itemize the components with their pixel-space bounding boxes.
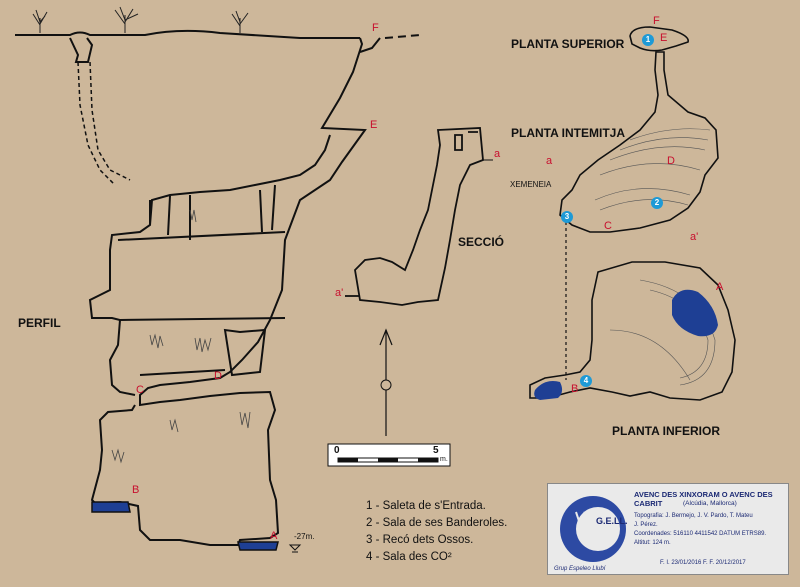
legend-item: 2 - Sala de ses Banderoles. [366,517,508,529]
card-line: Topografia: J. Bermejo, J. V. Pardo, T. … [634,513,753,519]
point-a-planta-inferior: A [716,281,724,293]
water-pool-b [91,501,131,513]
card-subtitle: (Alcúdia, Mallorca) [683,500,737,507]
card-line: Altitut: 124 m. [634,540,671,546]
scale-unit: m. [440,456,448,463]
point-b-perfil: B [132,484,140,496]
point-e-planta: E [660,32,668,44]
point-a-prime-planta: a' [690,231,699,243]
planta-intermitja-title: PLANTA INTEMITJA [511,126,625,140]
point-f-planta: F [653,15,660,27]
marker-1: 1 [642,34,654,46]
scale-start: 0 [334,445,340,456]
point-d-perfil: D [214,370,222,382]
logo-icon [560,496,626,562]
point-d-planta: D [667,155,675,167]
scale-bar-graphic [327,443,451,467]
point-a-prime-seccio: a' [335,287,344,299]
logo-text: G.E.LL. [596,516,628,526]
logo-ring-text: Grup Espeleo Llubí [554,566,606,572]
water-pool-a [237,541,279,551]
point-a-planta: a [546,155,553,167]
entrance-dashed [77,61,131,186]
planta-superior-outline [629,26,689,52]
seccio-title: SECCIÓ [458,235,505,249]
legend-item: 4 - Sala des CO² [366,551,452,563]
surface-line [15,29,360,39]
card-line: Coordenades: 516110 4411542 DATUM ETRS89… [634,531,767,537]
info-card: G.E.LL. Grup Espeleo Llubí AVENC DES XIN… [547,483,789,575]
perfil-outline [69,37,381,546]
planta-intermitja-outline [559,51,719,233]
card-title: AVENC DES XINXORAM O AVENC DES CABRIT [634,490,773,508]
point-f-perfil: F [372,22,379,34]
point-e-perfil: E [370,119,378,131]
planta-inferior-outline [529,261,736,401]
north-arrow-icon [379,328,393,436]
planta-inferior-title: PLANTA INFERIOR [612,424,720,438]
scale-end: 5 [433,445,439,456]
legend-item: 3 - Recó dets Ossos. [366,534,474,546]
legend-item: 1 - Saleta de s'Entrada. [366,500,486,512]
depth-label: -27m. [294,532,315,541]
marker-3: 3 [561,211,573,223]
point-c-planta: C [604,220,612,232]
marker-4: 4 [580,375,592,387]
card-footer: F. I. 23/01/2016 F. F. 20/12/2017 [660,560,746,566]
planta-superior-title: PLANTA SUPERIOR [511,37,625,51]
water-lake-a [672,289,718,337]
point-c-perfil: C [136,384,144,396]
bush-icon [32,6,249,33]
legend: 1 - Saleta de s'Entrada. 2 - Sala de ses… [366,498,507,566]
water-lake-b [534,381,563,400]
xemeneia-label: XEMENEIA [510,180,552,189]
perfil-title: PERFIL [18,316,61,330]
card-body: Topografia: J. Bermejo, J. V. Pardo, T. … [634,512,766,548]
point-a-perfil: A [270,530,278,542]
card-line: J. Pérez. [634,522,658,528]
seccio-outline [345,127,484,306]
point-a-seccio: a [494,148,501,160]
marker-2: 2 [651,197,663,209]
point-b-planta-inferior: B [571,383,579,395]
